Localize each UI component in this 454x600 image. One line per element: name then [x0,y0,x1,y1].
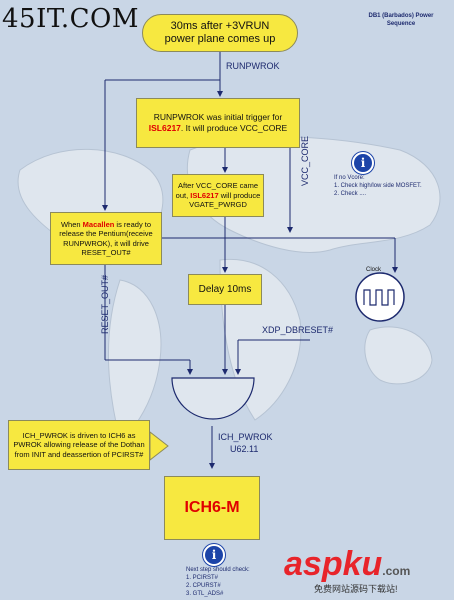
clock-circle [355,272,405,322]
box-vccore-chip: ISL6217 [190,190,219,200]
box-ich6: ICH6-M [164,476,260,540]
info-icon-bottom[interactable]: i [203,544,225,566]
info-note-top-line: 1. Check high/low side MOSFET. [334,183,422,189]
label-vcc-core: VCC_CORE [300,135,310,186]
info-note-bottom-line: 3. GTL_ADS# [186,591,224,597]
box-vccore-pre: After VCC_CORE came out, [175,181,259,200]
info-note-top-line: 2. Check .... [334,191,367,197]
callout-pointer [149,430,169,462]
info-note-top: If no Vcore: 1. Check high/low side MOSF… [334,174,422,198]
watermark-subtitle: 免费网站源码下载站! [314,584,398,594]
label-u62: U62.11 [230,444,259,454]
clock-label: Clock [366,267,382,273]
callout-ich-pwrok: ICH_PWROK is driven to ICH6 as PWROK all… [8,420,150,470]
box-vccore-post: will produce VGATE_PWRGD [189,190,261,210]
watermark-top: 45IT.COM [2,4,139,34]
watermark-brand: aspku [284,545,383,583]
box-delay: Delay 10ms [188,274,262,305]
start-node: 30ms after +3VRUN power plane comes up [142,14,298,52]
label-reset-out: RESET_OUT# [100,274,110,334]
box-macallen-pre: When [60,219,83,229]
info-note-bottom: Next step should check: 1. PCIRST# 2. CP… [186,566,250,598]
info-note-top-line: If no Vcore: [334,175,365,181]
and-gate-shape [171,377,255,420]
watermark-suffix: .com [382,564,411,578]
info-icon-top[interactable]: i [352,152,374,174]
box-macallen: When Macallen is ready to release the Pe… [50,212,162,265]
box-macallen-chip: Macallen [82,219,115,229]
watermark-bottom: aspku.com 免费网站源码下载站! [284,546,452,598]
box-runpwrok-pre: RUNPWROK was initial trigger for [153,112,283,122]
info-note-bottom-line: Next step should check: [186,567,250,573]
page-title-line2: Sequence [386,21,416,27]
label-ich-pwrok: ICH_PWROK [218,432,273,442]
page-title: DB1 (Barbados) Power Sequence [352,12,450,28]
info-note-bottom-line: 2. CPURST# [186,583,221,589]
page-title-line1: DB1 (Barbados) Power [368,13,434,19]
box-runpwrok-post: . It will produce VCC_CORE [180,123,288,133]
label-runpwrok: RUNPWROK [226,61,280,71]
clock-waveform [363,289,395,306]
box-vccore: After VCC_CORE came out, ISL6217 will pr… [172,174,264,217]
box-macallen-post: is ready to release the Pentium(receive … [59,219,153,258]
box-runpwrok-chip: ISL6217 [148,123,181,133]
label-xdp-dbreset: XDP_DBRESET# [262,325,334,335]
box-runpwrok: RUNPWROK was initial trigger for ISL6217… [136,98,300,148]
info-note-bottom-line: 1. PCIRST# [186,575,219,581]
